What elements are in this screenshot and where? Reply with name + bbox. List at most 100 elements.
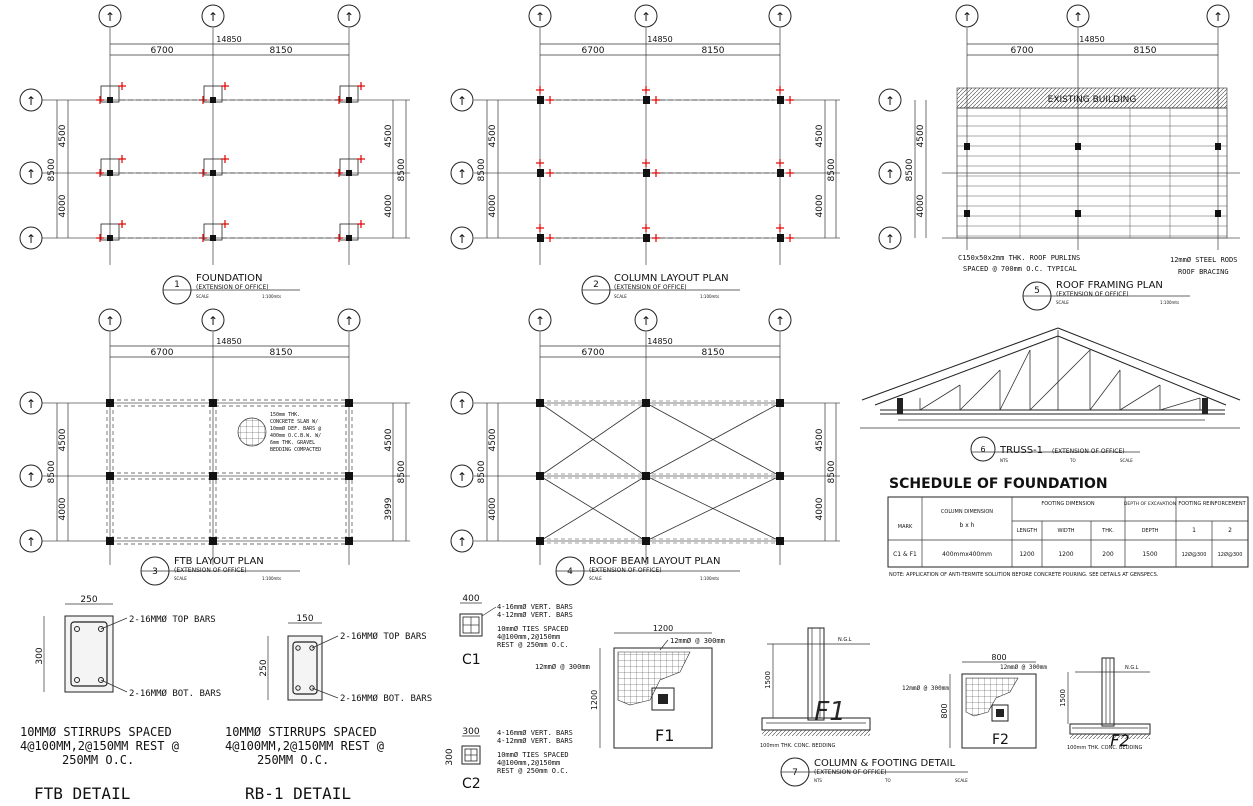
column-mark xyxy=(210,235,216,241)
svg-text:1:100mts: 1:100mts xyxy=(262,576,281,581)
svg-text:b x h: b x h xyxy=(960,522,975,529)
svg-text:4-12mmØ VERT. BARS: 4-12mmØ VERT. BARS xyxy=(497,737,573,745)
svg-text:14850: 14850 xyxy=(647,337,672,346)
svg-text:↑: ↑ xyxy=(535,314,545,328)
svg-text:10mmØ TIES SPACED: 10mmØ TIES SPACED xyxy=(497,751,569,759)
svg-text:↑: ↑ xyxy=(26,470,36,484)
column-mark xyxy=(345,399,353,407)
svg-text:↑: ↑ xyxy=(26,232,36,246)
svg-text:DEPTH: DEPTH xyxy=(1142,528,1159,534)
slab-note-line: 6mm THK. GRAVEL xyxy=(270,440,315,446)
svg-text:4000: 4000 xyxy=(58,194,68,217)
slab-note-line: CONCRETE SLAB W/ xyxy=(270,419,318,425)
svg-text:↑: ↑ xyxy=(457,535,467,549)
svg-text:4500: 4500 xyxy=(488,428,498,451)
svg-text:4500: 4500 xyxy=(58,428,68,451)
column-mark xyxy=(209,537,217,545)
svg-text:↑: ↑ xyxy=(641,10,651,24)
foundation-title-block: 1 FOUNDATION (EXTENSION OF OFFICE) SCALE… xyxy=(162,273,300,305)
svg-text:RB-1 DETAIL: RB-1 DETAIL xyxy=(245,784,351,803)
svg-text:4000: 4000 xyxy=(384,194,394,217)
svg-text:8150: 8150 xyxy=(270,46,293,56)
column-mark xyxy=(536,472,544,480)
svg-text:↑: ↑ xyxy=(105,10,115,24)
svg-text:8150: 8150 xyxy=(702,348,725,358)
roof-framing-plan: ↑ ↑ ↑ ↑ ↑ ↑ 14850 6700 8150 4500 4000 85… xyxy=(878,4,1240,311)
column-mark xyxy=(776,399,784,407)
svg-text:FOOTING REINFORCEMENT: FOOTING REINFORCEMENT xyxy=(1178,501,1246,507)
svg-text:250: 250 xyxy=(259,659,269,676)
truss-diagonal xyxy=(1159,397,1201,411)
svg-text:(EXTENSION OF OFFICE): (EXTENSION OF OFFICE) xyxy=(589,567,662,574)
svg-text:(EXTENSION OF OFFICE): (EXTENSION OF OFFICE) xyxy=(814,769,887,776)
svg-text:C2: C2 xyxy=(462,776,481,792)
column-mark xyxy=(776,472,784,480)
svg-text:400mmx400mm: 400mmx400mm xyxy=(942,551,992,558)
svg-text:↑: ↑ xyxy=(535,10,545,24)
footing-f1-plan: 1200 1200 12mmØ @ 300mm 12mmØ @ 300mm F1 xyxy=(535,624,725,749)
column-c1-detail: 400 C1 4-16mmØ VERT. BARS 4-12mmØ VERT. … xyxy=(459,594,573,668)
svg-text:C150x50x2mm THK. ROOF PURLINS: C150x50x2mm THK. ROOF PURLINS xyxy=(958,254,1080,262)
svg-text:F2: F2 xyxy=(1110,731,1129,750)
svg-text:4500: 4500 xyxy=(384,428,394,451)
svg-text:F1: F1 xyxy=(814,697,846,727)
svg-text:↑: ↑ xyxy=(344,10,354,24)
svg-text:↑: ↑ xyxy=(208,10,218,24)
svg-text:12mmØ @ 300mm: 12mmØ @ 300mm xyxy=(535,663,590,671)
column-mark xyxy=(643,169,650,177)
svg-text:300: 300 xyxy=(462,727,479,737)
svg-text:EXISTING BUILDING: EXISTING BUILDING xyxy=(1048,95,1137,105)
svg-text:↑: ↑ xyxy=(457,94,467,108)
svg-text:C1: C1 xyxy=(462,652,481,668)
svg-text:6: 6 xyxy=(980,445,985,454)
svg-text:8500: 8500 xyxy=(397,460,407,483)
svg-text:↑: ↑ xyxy=(962,10,972,24)
svg-text:SCALE: SCALE xyxy=(614,294,627,299)
svg-text:REST @ 250mm O.C.: REST @ 250mm O.C. xyxy=(497,641,569,649)
svg-text:14850: 14850 xyxy=(216,337,241,346)
svg-text:7: 7 xyxy=(792,768,798,778)
svg-text:↑: ↑ xyxy=(26,397,36,411)
svg-text:1:100mts: 1:100mts xyxy=(700,294,719,299)
svg-text:LENGTH: LENGTH xyxy=(1017,528,1037,534)
svg-text:1200: 1200 xyxy=(590,690,599,710)
svg-text:100mm THK. CONC. BEDDING: 100mm THK. CONC. BEDDING xyxy=(760,743,835,749)
column-layout-title-block: 2 COLUMN LAYOUT PLAN (EXTENSION OF OFFIC… xyxy=(581,273,740,305)
svg-text:TO: TO xyxy=(884,778,891,783)
column-mark xyxy=(346,235,352,241)
svg-text:SCALE: SCALE xyxy=(196,294,209,299)
truss-diagonal xyxy=(1119,384,1161,411)
column-mark xyxy=(777,234,784,242)
svg-text:8500: 8500 xyxy=(827,460,837,483)
svg-text:FOUNDATION: FOUNDATION xyxy=(196,273,262,284)
svg-text:6700: 6700 xyxy=(582,348,605,358)
svg-text:200: 200 xyxy=(1102,551,1114,558)
svg-text:1: 1 xyxy=(174,280,180,290)
truss-diagonal xyxy=(1029,349,1091,411)
svg-text:4-16mmØ VERT. BARS: 4-16mmØ VERT. BARS xyxy=(497,603,573,611)
column-mark xyxy=(345,537,353,545)
svg-text:↑: ↑ xyxy=(457,232,467,246)
svg-text:SCALE: SCALE xyxy=(174,576,187,581)
svg-text:ROOF BRACING: ROOF BRACING xyxy=(1178,268,1229,276)
svg-text:ROOF FRAMING PLAN: ROOF FRAMING PLAN xyxy=(1056,280,1163,291)
truss-diagonal xyxy=(1089,369,1121,411)
svg-text:8500: 8500 xyxy=(397,158,407,181)
svg-text:NOTE: APPLICATION OF ANTI-TERM: NOTE: APPLICATION OF ANTI-TERMITE SOLUTI… xyxy=(889,572,1159,578)
svg-text:400: 400 xyxy=(462,594,479,604)
svg-text:SCALE: SCALE xyxy=(955,778,968,783)
svg-text:8150: 8150 xyxy=(702,46,725,56)
svg-text:4-12mmØ VERT. BARS: 4-12mmØ VERT. BARS xyxy=(497,611,573,619)
svg-text:NTS: NTS xyxy=(1000,458,1008,463)
svg-text:250: 250 xyxy=(80,595,97,605)
svg-text:3: 3 xyxy=(152,567,158,577)
svg-text:↑: ↑ xyxy=(775,314,785,328)
svg-text:4000: 4000 xyxy=(488,194,498,217)
column-mark xyxy=(537,169,544,177)
svg-text:N.G.L: N.G.L xyxy=(1125,665,1139,671)
svg-text:8500: 8500 xyxy=(47,460,57,483)
svg-text:12Ø@300: 12Ø@300 xyxy=(1182,551,1207,558)
svg-text:THK.: THK. xyxy=(1101,528,1114,534)
svg-text:1:100mts: 1:100mts xyxy=(262,294,281,299)
